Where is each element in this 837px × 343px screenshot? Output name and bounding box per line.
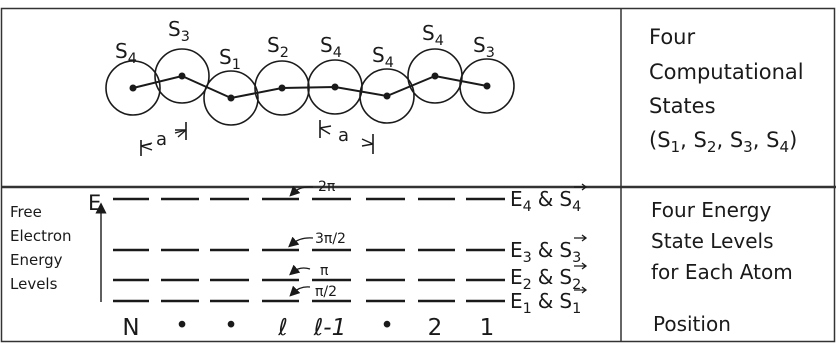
position-label: • bbox=[224, 313, 238, 339]
atom-6: S4 bbox=[359, 43, 415, 124]
position-label: 1 bbox=[480, 315, 495, 341]
phase-label: 2π bbox=[318, 179, 336, 195]
level-label-2: E2&S2 bbox=[510, 262, 588, 293]
free-electron-line: Free bbox=[10, 203, 42, 221]
position-label: • bbox=[175, 313, 189, 339]
atom-circle bbox=[459, 58, 515, 114]
svg-text:E1&S1: E1&S1 bbox=[510, 289, 581, 317]
position-label: 2 bbox=[428, 315, 443, 341]
caption-line: Computational bbox=[649, 60, 804, 84]
transition-3pi-2: 3π/2 bbox=[288, 231, 346, 248]
energy-axis-label: E bbox=[88, 191, 101, 215]
atom-nucleus bbox=[129, 84, 137, 92]
atom-label: S1 bbox=[219, 45, 241, 73]
top-caption: Four Computational States (S1, S2, S3, S… bbox=[649, 25, 804, 156]
vector-arrow-icon bbox=[574, 183, 588, 191]
atom-label: S4 bbox=[422, 21, 444, 49]
phase-label: π/2 bbox=[315, 284, 337, 300]
atom-label: S4 bbox=[372, 43, 394, 71]
atom-circle bbox=[359, 68, 415, 124]
atom-circle bbox=[105, 60, 161, 116]
position-caption: Position bbox=[653, 312, 731, 336]
energy-axis: E bbox=[88, 191, 107, 302]
transition-pi: π bbox=[289, 263, 329, 279]
atom-3: S1 bbox=[203, 45, 259, 126]
caption-line: Four Energy bbox=[651, 198, 771, 222]
transition-pi-2: π/2 bbox=[289, 284, 337, 300]
atom-nucleus bbox=[331, 83, 339, 91]
bottom-caption: Four Energy State Levels for Each Atom P… bbox=[651, 198, 793, 336]
atom-2: S3 bbox=[154, 17, 210, 104]
caption-line: (S1, S2, S3, S4) bbox=[649, 128, 797, 156]
atom-label: S3 bbox=[473, 33, 495, 61]
svg-text:E2&S2: E2&S2 bbox=[510, 265, 581, 293]
atom-7: S4 bbox=[407, 21, 463, 104]
level-label-3: E3&S3 bbox=[510, 234, 588, 266]
atom-chain: S4 S3 S1 S2 S4 S4 S4 bbox=[105, 17, 515, 126]
svg-text:E4&S4: E4&S4 bbox=[510, 187, 581, 215]
atom-label: S4 bbox=[115, 39, 137, 67]
atom-4: S2 bbox=[254, 33, 310, 116]
free-electron-label: Free Electron Energy Levels bbox=[10, 203, 72, 293]
position-label: N bbox=[122, 315, 139, 341]
atom-circle bbox=[154, 48, 210, 104]
svg-text:E3&S3: E3&S3 bbox=[510, 238, 581, 266]
spacing-label: a bbox=[338, 125, 349, 146]
phase-label: 3π/2 bbox=[315, 231, 346, 247]
vector-arrow-icon bbox=[574, 286, 588, 294]
atom-nucleus bbox=[383, 92, 391, 100]
spacing-marker-right: a bbox=[319, 120, 374, 154]
atom-5: S4 bbox=[307, 33, 363, 115]
atom-nucleus bbox=[483, 82, 491, 90]
free-electron-line: Electron bbox=[10, 227, 72, 245]
atom-nucleus bbox=[227, 94, 235, 102]
spacing-marker-left: a bbox=[140, 122, 187, 156]
atom-nucleus bbox=[431, 72, 439, 80]
phase-label: π bbox=[320, 263, 329, 279]
outer-frame bbox=[0, 7, 836, 343]
position-label: • bbox=[380, 313, 394, 339]
caption-line: States bbox=[649, 94, 716, 118]
atom-8: S3 bbox=[459, 33, 515, 114]
atom-label: S4 bbox=[320, 33, 342, 61]
atom-circle bbox=[203, 70, 259, 126]
caption-line: State Levels bbox=[651, 229, 774, 253]
atom-label: S3 bbox=[168, 17, 190, 45]
level-label-4: E4&S4 bbox=[510, 183, 588, 215]
position-label: ℓ bbox=[277, 315, 288, 341]
vector-arrow-icon bbox=[574, 262, 588, 270]
free-electron-line: Levels bbox=[10, 275, 58, 293]
atom-circle bbox=[254, 60, 310, 116]
atom-label: S2 bbox=[267, 33, 289, 61]
transition-2pi: 2π bbox=[289, 179, 336, 197]
atom-1: S4 bbox=[105, 39, 161, 116]
atom-nucleus bbox=[278, 84, 286, 92]
vector-arrow-icon bbox=[574, 234, 588, 242]
caption-line: Four bbox=[649, 25, 695, 49]
atom-nucleus bbox=[178, 72, 186, 80]
caption-line: for Each Atom bbox=[651, 260, 793, 284]
spacing-label: a bbox=[156, 129, 167, 150]
level-label-1: E1&S1 bbox=[510, 286, 588, 317]
free-electron-line: Energy bbox=[10, 251, 63, 269]
position-labels: N • • ℓ ℓ-1 • 2 1 bbox=[122, 313, 494, 341]
position-label: ℓ-1 bbox=[313, 315, 346, 341]
